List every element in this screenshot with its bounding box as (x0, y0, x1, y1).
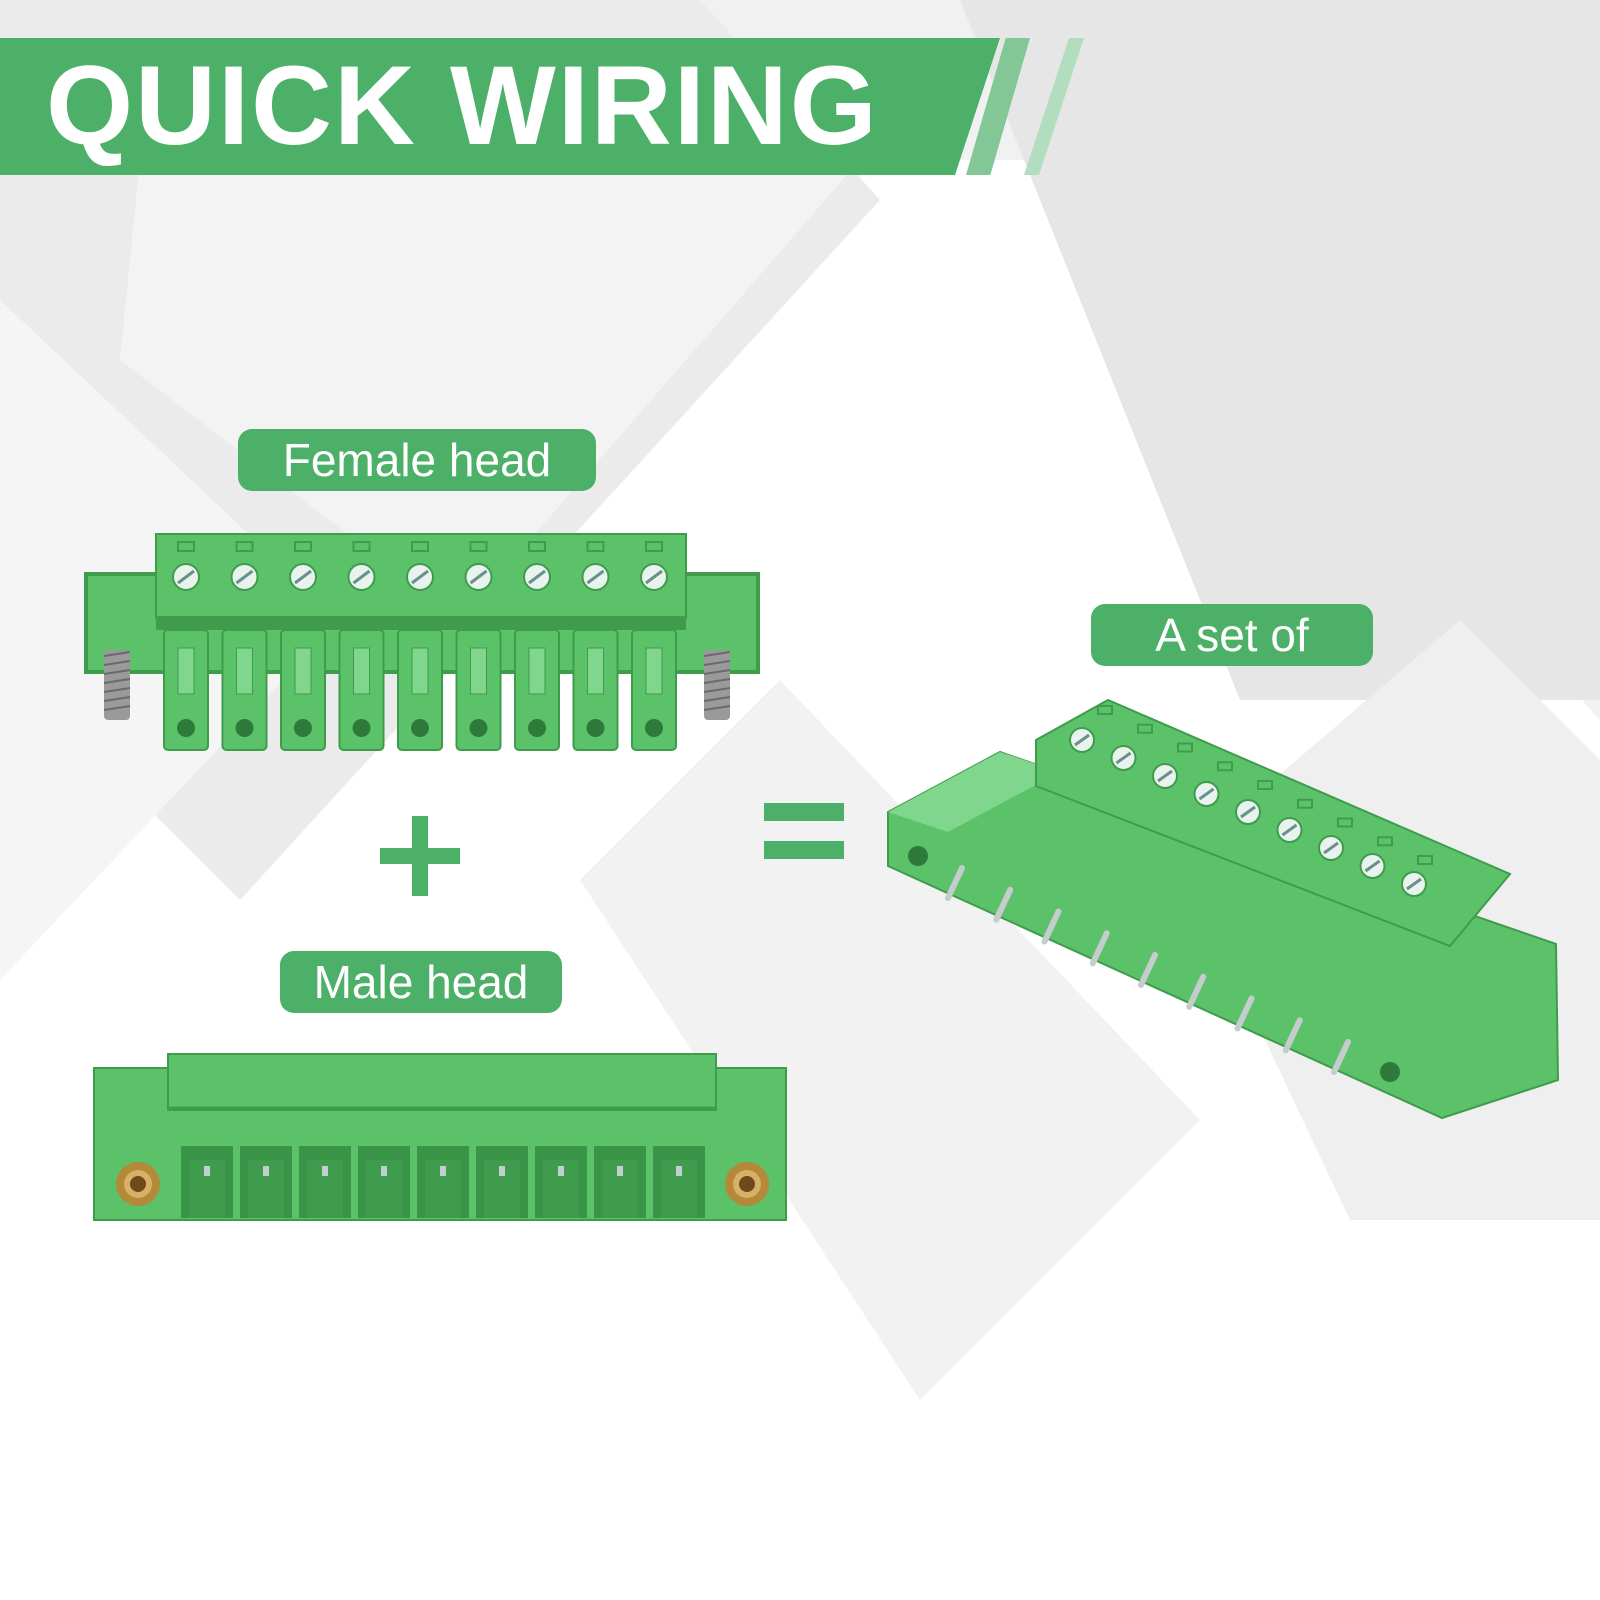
female-head-label: Female head (238, 429, 596, 491)
set-label: A set of (1091, 604, 1373, 666)
plus-icon (380, 816, 460, 896)
title-banner (0, 38, 1000, 175)
page-title: QUICK WIRING (46, 43, 879, 168)
equals-icon (764, 803, 844, 859)
male-head-label: Male head (280, 951, 562, 1013)
